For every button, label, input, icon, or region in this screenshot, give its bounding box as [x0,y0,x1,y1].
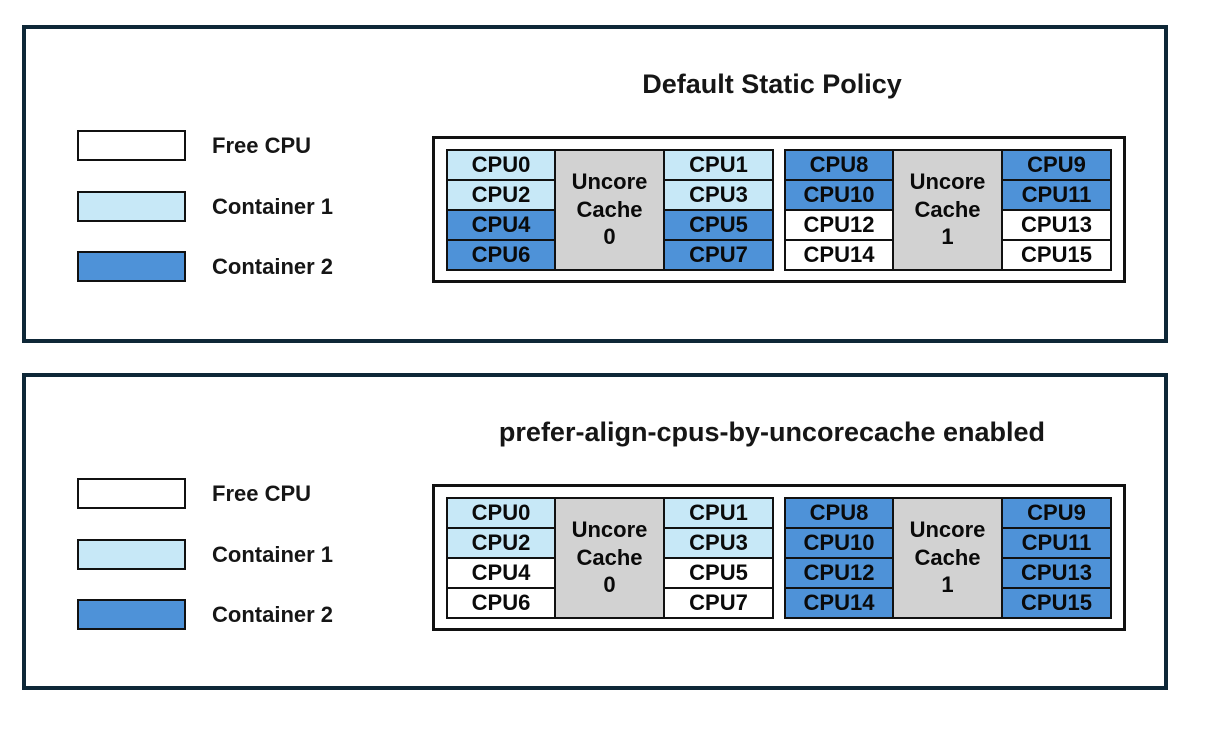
legend-label: Container 1 [212,541,334,567]
uncore-cache-1-group: CPU8 CPU10 CPU12 CPU14 Uncore Cache 1 CP… [784,496,1112,619]
uncorecache-enabled-panel: prefer-align-cpus-by-uncorecache enabled… [22,373,1168,690]
legend-label: Free CPU [212,480,312,506]
cpu-cell: CPU1 [665,150,772,179]
legend-item-container-2: Container 2 [77,251,333,282]
legend-label: Container 2 [212,601,334,627]
cpu-cell: CPU7 [665,240,772,269]
uncore-cache-0-group: CPU0 CPU2 CPU4 CPU6 Uncore Cache 0 CPU1 … [446,148,774,271]
panel-title: prefer-align-cpus-by-uncorecache enabled [498,417,1046,447]
legend-label: Container 2 [212,253,334,279]
uncore-cache-block: Uncore Cache 1 [894,150,1001,269]
cpu-cell: CPU0 [448,498,554,527]
cpu-cell: CPU4 [448,558,554,587]
cpu-cell: CPU3 [665,180,772,209]
legend-item-container-1: Container 1 [77,539,333,570]
cpu-topology-diagram: CPU0 CPU2 CPU4 CPU6 Uncore Cache 0 CPU1 … [432,484,1126,631]
cpu-cell: CPU10 [786,528,892,557]
cpu-cell: CPU6 [448,588,554,617]
uncore-cache-block: Uncore Cache 1 [894,498,1001,617]
default-static-policy-panel: Default Static Policy Free CPU Container… [22,25,1168,343]
cpu-cell: CPU5 [665,558,772,587]
cpu-cell: CPU7 [665,588,772,617]
cpu-cell: CPU10 [786,180,892,209]
free-cpu-swatch [77,130,186,161]
uncore-cache-1-group: CPU8 CPU10 CPU12 CPU14 Uncore Cache 1 CP… [784,148,1112,271]
legend-label: Container 1 [212,193,334,219]
cpu-cell: CPU13 [1003,558,1110,587]
cpu-cell: CPU15 [1003,588,1110,617]
cpu-cell: CPU4 [448,210,554,239]
cpu-cell: CPU11 [1003,528,1110,557]
panel-title: Default Static Policy [642,69,902,99]
cpu-cell: CPU9 [1003,498,1110,527]
cpu-cell: CPU12 [786,210,892,239]
legend-item-free-cpu: Free CPU [77,478,311,509]
container-1-swatch [77,191,186,222]
cpu-topology-diagram: CPU0 CPU2 CPU4 CPU6 Uncore Cache 0 CPU1 … [432,136,1126,283]
container-1-swatch [77,539,186,570]
cpu-cell: CPU11 [1003,180,1110,209]
cpu-cell: CPU14 [786,588,892,617]
legend-item-container-2: Container 2 [77,599,333,630]
cpu-cell: CPU8 [786,498,892,527]
cpu-cell: CPU2 [448,180,554,209]
cpu-cell: CPU3 [665,528,772,557]
legend-item-free-cpu: Free CPU [77,130,311,161]
uncore-cache-block: Uncore Cache 0 [556,150,663,269]
cpu-cell: CPU13 [1003,210,1110,239]
cpu-cell: CPU8 [786,150,892,179]
uncore-cache-0-group: CPU0 CPU2 CPU4 CPU6 Uncore Cache 0 CPU1 … [446,496,774,619]
cpu-cell: CPU0 [448,150,554,179]
cpu-cell: CPU15 [1003,240,1110,269]
cpu-cell: CPU2 [448,528,554,557]
free-cpu-swatch [77,478,186,509]
container-2-swatch [77,251,186,282]
container-2-swatch [77,599,186,630]
legend-item-container-1: Container 1 [77,191,333,222]
cpu-cell: CPU14 [786,240,892,269]
legend-label: Free CPU [212,132,312,158]
cpu-cell: CPU1 [665,498,772,527]
cpu-cell: CPU9 [1003,150,1110,179]
cpu-cell: CPU12 [786,558,892,587]
cpu-cell: CPU6 [448,240,554,269]
cpu-cell: CPU5 [665,210,772,239]
uncore-cache-block: Uncore Cache 0 [556,498,663,617]
